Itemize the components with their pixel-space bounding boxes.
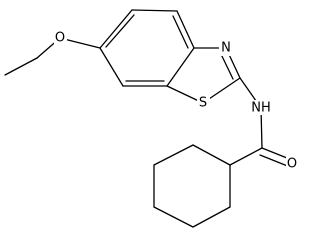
thiazole-sulfur-label: S	[199, 96, 207, 111]
bond-c5-c4	[131, 9, 178, 12]
ether-oxygen-bg	[54, 31, 67, 46]
thiazole-nitrogen-label: N	[221, 41, 231, 56]
carbonyl-oxygen-bg	[286, 157, 299, 172]
atom-label-layer: O N S NH O	[54, 31, 299, 172]
ether-oxygen-label: O	[55, 31, 65, 46]
structure-canvas: O N S NH O	[4, 9, 299, 228]
bond-layer	[4, 9, 293, 228]
bond-cy4-cy5	[153, 206, 194, 228]
bond-cy1-cy2	[192, 144, 231, 166]
bond-carbonyl-o-inner	[259, 154, 291, 168]
bond-c6-c5-inner	[105, 14, 135, 48]
bond-c7-c6	[99, 47, 124, 87]
bond-c6-c5	[99, 9, 133, 49]
amide-nh-bg	[250, 100, 272, 115]
bond-cy5-cy6	[192, 206, 231, 228]
bond-ch3-ch2	[4, 57, 38, 76]
bond-c4-c3a-inner	[172, 15, 189, 49]
thiazole-nitrogen-bg	[219, 41, 233, 56]
carbonyl-oxygen-label: O	[287, 157, 297, 172]
thiazole-sulfur-bg	[197, 96, 210, 111]
bond-n3-c2-inner	[219, 51, 234, 80]
bond-cy2-cy3	[153, 144, 194, 166]
bond-carbonyl-cyclohexyl	[229, 147, 263, 166]
bond-c4-c3a	[176, 10, 195, 49]
molecule-structure: O N S NH O	[4, 9, 299, 228]
bond-c3a-c7a	[166, 47, 195, 87]
amide-nh-label: NH	[251, 101, 271, 116]
